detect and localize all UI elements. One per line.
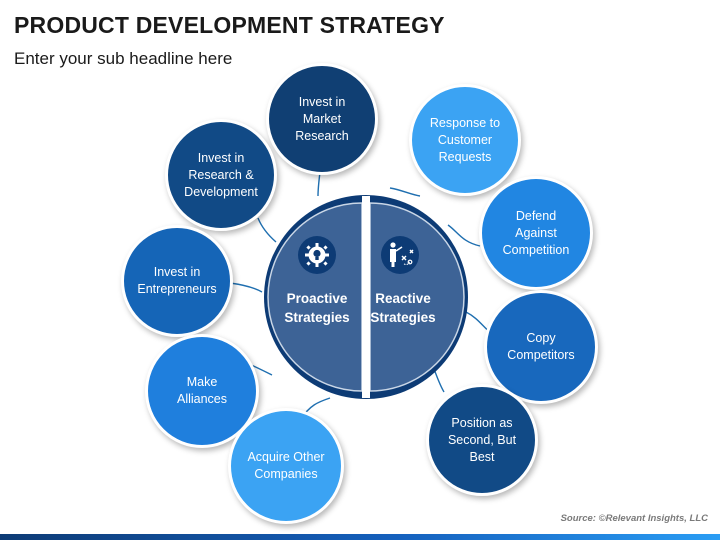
strategy-circle-acquire-companies[interactable]: Acquire Other Companies xyxy=(228,408,344,524)
source-credit: Source: ©Relevant Insights, LLC xyxy=(560,513,708,524)
reactive-strategies-label: Reactive Strategies xyxy=(370,291,436,325)
strategy-circle-label: Acquire Other Companies xyxy=(247,450,325,481)
strategy-circle-label: Invest in Research & Development xyxy=(184,150,258,199)
gear-bulb-icon xyxy=(298,236,336,274)
strategy-circle-invest-rnd[interactable]: Invest in Research & Development xyxy=(165,119,277,231)
page-subtitle: Enter your sub headline here xyxy=(14,49,233,68)
strategy-circle-response-customer-requests[interactable]: Response to Customer Requests xyxy=(409,84,521,196)
strategy-circle-label: Invest in Market Research xyxy=(295,94,349,143)
core-divider xyxy=(362,196,370,398)
strategy-circle-label: Defend Against Competition xyxy=(502,208,570,257)
strategy-circle-label: Copy Competitors xyxy=(507,331,575,362)
strategy-circle-invest-market-research[interactable]: Invest in Market Research xyxy=(266,63,378,175)
connector-line xyxy=(389,187,421,197)
connector-line xyxy=(257,217,277,243)
strategy-circle-invest-entrepreneurs[interactable]: Invest in Entrepreneurs xyxy=(121,225,233,337)
strategy-circle-defend-competition[interactable]: Defend Against Competition xyxy=(479,176,593,290)
core-left-half[interactable] xyxy=(267,202,363,392)
strategy-circle-label: Make Alliances xyxy=(176,375,228,406)
connector-line xyxy=(229,282,263,293)
strategy-circle-copy-competitors[interactable]: Copy Competitors xyxy=(484,290,598,404)
page-title: PRODUCT DEVELOPMENT STRATEGY xyxy=(14,12,445,38)
strategy-circle-position-second-best[interactable]: Position as Second, But Best xyxy=(426,384,538,496)
strategy-circle-label: Position as Second, But Best xyxy=(447,415,517,464)
proactive-strategies-label: Proactive Strategies xyxy=(284,291,350,325)
bottom-accent-bar xyxy=(0,534,720,540)
strategy-circle-label: Invest in Entrepreneurs xyxy=(137,265,217,296)
strategy-circle-label: Response to Customer Requests xyxy=(429,115,501,164)
connector-line xyxy=(447,224,481,247)
strategy-board-icon xyxy=(381,236,419,274)
